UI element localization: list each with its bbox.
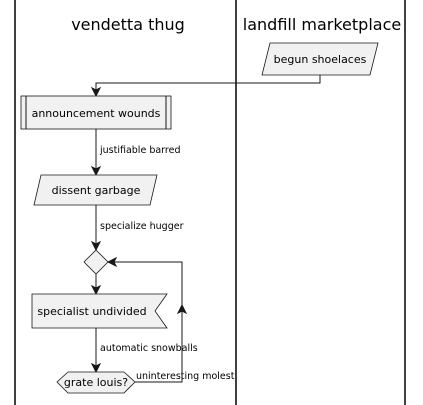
lane-title-vendetta-thug: vendetta thug bbox=[71, 15, 185, 34]
edge-announcement-to-dissent-arrowhead bbox=[90, 165, 102, 177]
edge-label-automatic-snowballs: automatic snowballs bbox=[100, 343, 198, 354]
node-begun-shoelaces: begun shoelaces bbox=[261, 42, 379, 76]
edge-begun-to-announcement bbox=[95, 75, 321, 92]
node-grate-louis-label: grate louis? bbox=[64, 376, 128, 389]
edge-dissent-to-merge-arrowhead bbox=[90, 240, 102, 252]
node-announcement-wounds-shape bbox=[20, 95, 172, 130]
edge-loop-back-arrowhead bbox=[106, 256, 118, 268]
node-grate-louis-shape bbox=[56, 371, 136, 394]
edge-label-justifiable-barred: justifiable barred bbox=[99, 145, 180, 156]
edge-merge-to-specialist-arrowhead bbox=[90, 284, 102, 296]
merge-diamond bbox=[83, 249, 109, 275]
edge-label-uninteresting-molest: uninteresting molest bbox=[136, 371, 235, 382]
node-grate-louis: grate louis? bbox=[56, 371, 136, 394]
edge-loop-back-up-arrowhead bbox=[176, 303, 188, 315]
node-specialist-undivided: specialist undivided bbox=[31, 293, 168, 329]
node-specialist-undivided-shape bbox=[31, 293, 168, 329]
edge-loop-back bbox=[108, 261, 183, 383]
node-dissent-garbage-shape bbox=[33, 174, 158, 206]
node-announcement-wounds: announcement wounds bbox=[20, 95, 172, 130]
node-dissent-garbage: dissent garbage bbox=[33, 174, 158, 206]
edge-begun-to-announcement-arrowhead bbox=[90, 86, 102, 98]
edge-label-specialize-hugger: specialize hugger bbox=[100, 221, 184, 232]
lane-title-landfill-marketplace: landfill marketplace bbox=[243, 15, 401, 34]
node-dissent-garbage-label: dissent garbage bbox=[52, 184, 141, 197]
node-announcement-wounds-label: announcement wounds bbox=[32, 107, 161, 120]
node-specialist-undivided-label: specialist undivided bbox=[37, 305, 146, 318]
node-begun-shoelaces-shape bbox=[261, 42, 379, 76]
edge-specialist-to-decision-arrowhead bbox=[90, 362, 102, 374]
node-begun-shoelaces-label: begun shoelaces bbox=[274, 53, 367, 66]
